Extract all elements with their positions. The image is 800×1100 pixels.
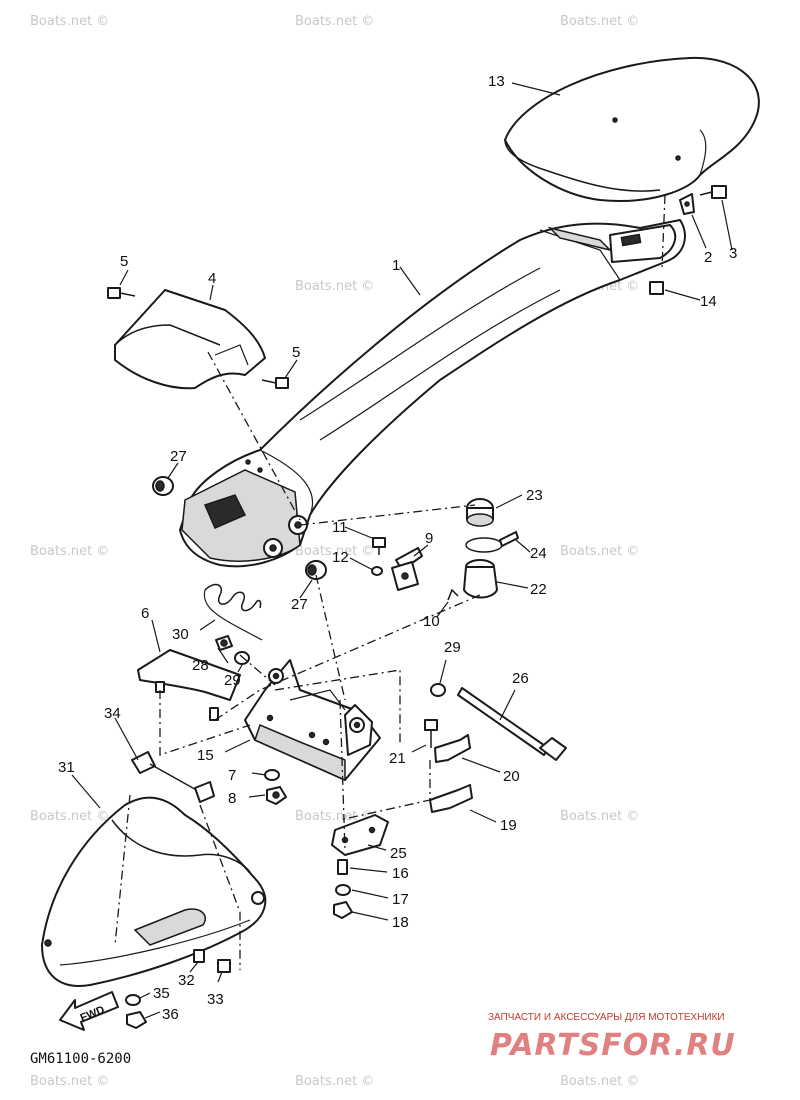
callout-10: 10 xyxy=(423,613,440,630)
callout-numbers: 1 2 3 4 5 5 6 7 8 9 10 11 12 13 14 15 16… xyxy=(58,73,737,1023)
brand-tagline: ЗАПЧАСТИ И АКСЕССУАРЫ ДЛЯ МОТОТЕХНИКИ xyxy=(488,1012,725,1023)
part-nut-28 xyxy=(215,635,233,651)
watermark: Boats.net © xyxy=(560,809,639,824)
part-pad-13 xyxy=(504,56,760,202)
callout-27: 27 xyxy=(170,448,187,465)
watermark: Boats.net © xyxy=(560,14,639,29)
callout-5: 5 xyxy=(120,253,128,270)
watermark: Boats.net © xyxy=(30,14,109,29)
callout-21: 21 xyxy=(389,750,406,767)
part-spring-30 xyxy=(203,583,263,641)
part-spout-body-1 xyxy=(179,219,686,568)
callout-26: 26 xyxy=(512,670,529,687)
callout-1: 1 xyxy=(392,257,400,274)
diagram-code: GM61100-6200 xyxy=(30,1051,131,1067)
watermark: Boats.net © xyxy=(30,809,109,824)
callout-24: 24 xyxy=(530,545,547,562)
callout-34: 34 xyxy=(104,705,121,722)
callout-18: 18 xyxy=(392,914,409,931)
part-screw-3 xyxy=(699,185,727,199)
callout-19: 19 xyxy=(500,817,517,834)
part-boot-22 xyxy=(463,559,498,599)
callout-7: 7 xyxy=(228,767,236,784)
callout-3: 3 xyxy=(729,245,737,262)
part-clip-20 xyxy=(434,734,471,763)
callout-5: 5 xyxy=(292,344,300,361)
callout-20: 20 xyxy=(503,768,520,785)
part-clamp-24 xyxy=(465,531,519,553)
part-cap-27 xyxy=(152,476,327,580)
callout-12: 12 xyxy=(332,549,349,566)
callout-9: 9 xyxy=(425,530,433,547)
callout-30: 30 xyxy=(172,626,189,643)
part-pin-10 xyxy=(447,588,459,601)
callout-14: 14 xyxy=(700,293,717,310)
watermark: Boats.net © xyxy=(295,279,374,294)
part-bracket-2 xyxy=(679,193,695,215)
callout-31: 31 xyxy=(58,759,75,776)
callout-29: 29 xyxy=(224,672,241,689)
part-clip-19 xyxy=(429,784,473,813)
part-washer-29 xyxy=(234,651,446,697)
callout-2: 2 xyxy=(704,249,712,266)
watermark: Boats.net © xyxy=(560,1074,639,1089)
leader-lines xyxy=(71,82,733,1019)
callout-15: 15 xyxy=(197,747,214,764)
part-bracket-15 xyxy=(244,659,381,782)
callout-25: 25 xyxy=(390,845,407,862)
callout-36: 36 xyxy=(162,1006,179,1023)
callout-23: 23 xyxy=(526,487,543,504)
part-cover-4 xyxy=(114,289,266,390)
callout-35: 35 xyxy=(153,985,170,1002)
callout-28: 28 xyxy=(192,657,209,674)
part-lever-9 xyxy=(391,547,423,591)
callout-29: 29 xyxy=(444,639,461,656)
watermark: Boats.net © xyxy=(295,1074,374,1089)
callout-32: 32 xyxy=(178,972,195,989)
part-deflector-31 xyxy=(41,796,267,987)
part-screw-11 xyxy=(372,537,386,555)
part-stud-16 xyxy=(337,859,348,875)
callout-11: 11 xyxy=(332,519,348,536)
callout-22: 22 xyxy=(530,581,547,598)
part-washer-35 xyxy=(125,994,141,1006)
part-nut-14 xyxy=(649,281,664,295)
brand-logo: ЗАПЧАСТИ И АКСЕССУАРЫ ДЛЯ МОТОТЕХНИКИ PA… xyxy=(488,1012,736,1063)
part-washer-12 xyxy=(371,566,383,576)
watermarks: Boats.net © Boats.net © Boats.net © Boat… xyxy=(30,14,639,1089)
assembly-centerlines xyxy=(114,194,666,970)
part-cap-23 xyxy=(466,498,494,527)
callout-13: 13 xyxy=(488,73,505,90)
callout-16: 16 xyxy=(392,865,409,882)
watermark: Boats.net © xyxy=(30,1074,109,1089)
fwd-arrow-icon: FWD xyxy=(59,991,119,1031)
watermark: Boats.net © xyxy=(560,544,639,559)
part-bolt-21 xyxy=(424,719,438,748)
part-nut-18 xyxy=(333,901,353,919)
brand-logo-text: PARTSFOR.RU xyxy=(490,1028,736,1063)
part-collar-33 xyxy=(217,959,231,973)
part-bolt-5 xyxy=(107,287,289,389)
part-washer-7 xyxy=(264,769,280,781)
callout-4: 4 xyxy=(208,270,216,287)
part-washer-17 xyxy=(335,884,351,896)
part-clamp-6 xyxy=(137,649,241,721)
watermark: Boats.net © xyxy=(30,544,109,559)
callout-6: 6 xyxy=(141,605,149,622)
part-nut-8 xyxy=(266,786,287,805)
part-bolt-26 xyxy=(457,687,567,761)
part-plate-25 xyxy=(331,814,389,856)
watermark: Boats.net © xyxy=(295,14,374,29)
part-cable-34 xyxy=(131,751,215,803)
callout-33: 33 xyxy=(207,991,224,1008)
watermark: Boats.net © xyxy=(295,544,374,559)
callout-17: 17 xyxy=(392,891,409,908)
part-nut-36 xyxy=(126,1011,147,1029)
callout-27: 27 xyxy=(291,596,308,613)
part-bolt-32 xyxy=(193,949,205,963)
callout-8: 8 xyxy=(228,790,236,807)
watermark: Boats.net © xyxy=(295,809,374,824)
